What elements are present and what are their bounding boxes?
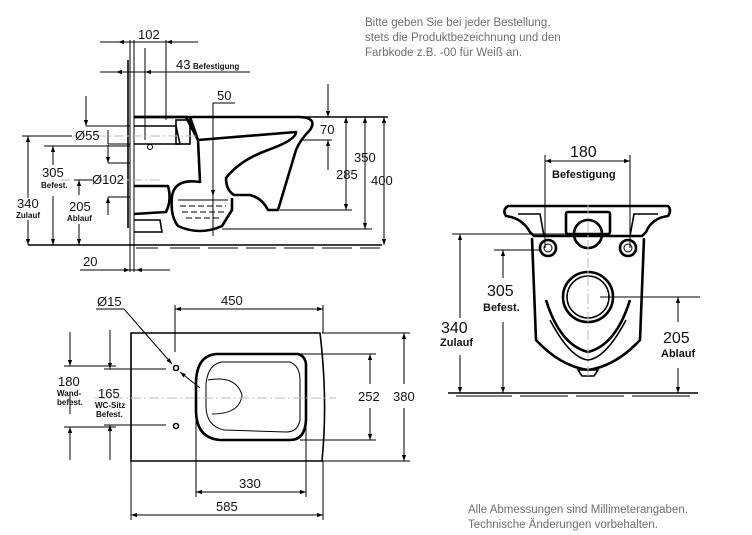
front-dim-305-label: 305 xyxy=(487,283,514,300)
dim-585-label: 585 xyxy=(216,499,238,514)
front-dim-340-label: 340 xyxy=(441,320,468,337)
order-info-line-2: stets die Produktbezeichnung und den xyxy=(365,32,561,44)
inlet-pipe xyxy=(134,125,181,145)
dim-252-label: 252 xyxy=(358,389,380,404)
dim-205-label: 205 xyxy=(69,199,91,214)
d15-leader xyxy=(123,308,173,365)
fixing-bolt-icon xyxy=(147,144,153,150)
side-view: 102 43 Befestigung 50 70 285 350 400 xyxy=(16,27,393,273)
outlet-base xyxy=(134,219,163,233)
wcsitz-label: WC-Sitz xyxy=(95,401,125,410)
front-ablauf-label: Ablauf xyxy=(661,348,696,360)
bowl-opening xyxy=(207,378,243,415)
outlet-pipe xyxy=(133,184,171,216)
befestigung-label: Befestigung xyxy=(193,62,239,71)
top-view-outline xyxy=(130,332,326,462)
zulauf-label: Zulauf xyxy=(16,211,40,220)
disclaimer-line-1: Alle Abmessungen sind Millimeterangaben. xyxy=(468,504,688,516)
fixing-hole-icon xyxy=(172,364,180,372)
order-info-line-3: Farbkode z.B. -00 für Weiß an. xyxy=(365,47,523,59)
front-dim-205-label: 205 xyxy=(663,330,690,347)
front-view: 180 Befestigung 340 Zulauf 305 Befest. 2… xyxy=(440,144,700,397)
disclaimer-note: Alle Abmessungen sind Millimeterangaben.… xyxy=(468,503,688,533)
dim-350-label: 350 xyxy=(354,150,376,165)
befest-label-top-2: Befest. xyxy=(96,410,123,419)
dim-d55-label: Ø55 xyxy=(75,128,100,143)
dim-43-label: 43 xyxy=(176,57,190,72)
dim-285-label: 285 xyxy=(336,167,358,182)
seat-outer xyxy=(194,352,308,442)
top-view: Ø15 450 180 Wand- befest. 165 WC-Sitz Be… xyxy=(57,293,415,520)
dim-d15-label: Ø15 xyxy=(97,294,122,309)
bowl-outline xyxy=(134,115,314,212)
ablauf-label: Ablauf xyxy=(67,214,92,223)
befest-label: Befest. xyxy=(41,181,68,190)
front-befestigung-label: Befestigung xyxy=(552,169,616,181)
fixing-hole-left xyxy=(538,238,558,258)
order-info-line-1: Bitte geben Sie bei jeder Bestellung, xyxy=(365,17,551,29)
trap-outline xyxy=(134,115,234,233)
dim-d102-label: Ø102 xyxy=(92,172,124,187)
dim-340-label: 340 xyxy=(17,196,39,211)
dim-400-label: 400 xyxy=(371,173,393,188)
wand-label: Wand- xyxy=(57,389,81,398)
fixing-hole-right xyxy=(618,238,638,258)
dim-165-label: 165 xyxy=(98,386,120,401)
dim-70-label: 70 xyxy=(320,122,334,137)
dim-380-label: 380 xyxy=(393,389,415,404)
front-top-plate xyxy=(503,204,672,238)
dim-450-label: 450 xyxy=(221,293,243,308)
dim-20-label: 20 xyxy=(83,254,97,269)
front-dim-180-label: 180 xyxy=(570,144,597,161)
dim-305-label: 305 xyxy=(42,165,64,180)
water-hatch xyxy=(178,199,228,219)
disclaimer-line-2: Technische Änderungen vorbehalten. xyxy=(468,519,658,531)
front-befest-label: Befest. xyxy=(483,302,520,314)
seat-inner xyxy=(205,361,301,433)
inlet-connector xyxy=(175,119,191,145)
fixing-hole-icon-2 xyxy=(172,422,180,430)
order-info-note: Bitte geben Sie bei jeder Bestellung, st… xyxy=(365,16,561,61)
dim-102-label: 102 xyxy=(138,27,160,42)
dim-330-label: 330 xyxy=(239,476,261,491)
front-zulauf-label: Zulauf xyxy=(440,337,473,349)
dim-50-label: 50 xyxy=(217,88,231,103)
dim-180-label: 180 xyxy=(58,374,80,389)
befest-label-top: befest. xyxy=(57,398,83,407)
